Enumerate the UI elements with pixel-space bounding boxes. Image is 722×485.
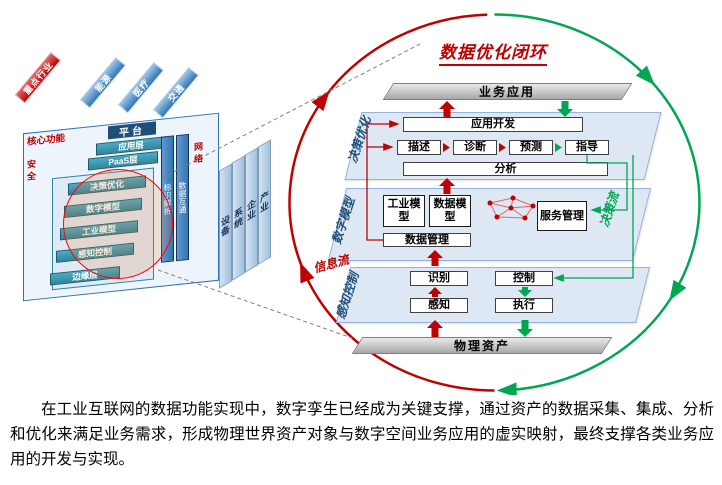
data-exchange-column: 数据互通 (176, 133, 189, 262)
hierarchy-slab-device: 设备 (219, 163, 232, 289)
column-label: 数据互通 (178, 181, 187, 215)
data-optimization-loop: 数据优化闭环 业务应用 决策优化 应用开发 描述 诊断 预测 指导 分析 数字模… (285, 5, 717, 395)
analysis-box: 分析 (403, 162, 608, 176)
industry-ribbon-energy: 能源 (80, 57, 126, 109)
ribbon-label: 能源 (93, 72, 114, 94)
caption-paragraph: 在工业互联网的数据功能实现中，数字孪生已经成为关键支撑，通过资产的数据采集、集成… (10, 401, 714, 468)
step-predict-box: 预测 (509, 140, 553, 155)
platform-title: 平台 (108, 121, 156, 140)
network-label: 网络 (193, 141, 203, 167)
security-label: 安全 (26, 158, 36, 184)
physical-asset-slab: 物理资产 (351, 337, 613, 354)
hierarchy-slab-system: 系统 (232, 155, 245, 281)
step-guide-box: 指导 (565, 140, 609, 155)
slab-label: 系统 (233, 205, 243, 232)
ribbon-label: 医疗 (131, 77, 152, 99)
perceive-box: 感知 (410, 298, 468, 313)
ribbon-label: 交通 (166, 82, 187, 104)
industrial-internet-architecture: 重点行业 能源 医疗 交通 产业 企业 系统 设备 核心功能 平台 安全 网络 … (5, 52, 283, 315)
data-mgmt-box: 数据管理 (383, 233, 471, 247)
green-arc-1 (494, 13, 655, 86)
app-dev-box: 应用开发 (403, 117, 583, 132)
slab-label: 设备 (220, 213, 230, 240)
service-mgmt-box: 服务管理 (537, 201, 587, 231)
loop-title: 数据优化闭环 (403, 38, 583, 66)
hierarchy-slab-industry: 产业 (258, 139, 271, 265)
green-arc-3 (496, 295, 674, 395)
hierarchy-slab-enterprise: 企业 (245, 147, 258, 273)
industry-ribbon-key: 重点行业 (15, 52, 61, 104)
industry-model-box: 工业模型 (383, 195, 425, 227)
step-describe-box: 描述 (397, 140, 441, 155)
slab-label: 企业 (246, 197, 256, 224)
execute-box: 执行 (495, 298, 553, 313)
ribbon-label: 重点行业 (21, 59, 56, 97)
slab-label: 业务应用 (479, 85, 536, 99)
business-app-slab: 业务应用 (382, 83, 633, 100)
control-box: 控制 (495, 271, 553, 286)
slab-label: 物理资产 (453, 339, 510, 353)
magnifier-circle (63, 169, 173, 279)
identify-box: 识别 (410, 271, 468, 286)
data-model-box: 数据模型 (429, 195, 471, 227)
slab-label: 产业 (259, 189, 269, 216)
loop-title-text: 数据优化闭环 (439, 38, 547, 66)
step-diagnose-box: 诊断 (453, 140, 497, 155)
red-arc-2 (288, 90, 330, 268)
green-arc-2 (650, 80, 701, 301)
core-function-label: 核心功能 (27, 132, 66, 148)
sense-platform (336, 267, 650, 323)
